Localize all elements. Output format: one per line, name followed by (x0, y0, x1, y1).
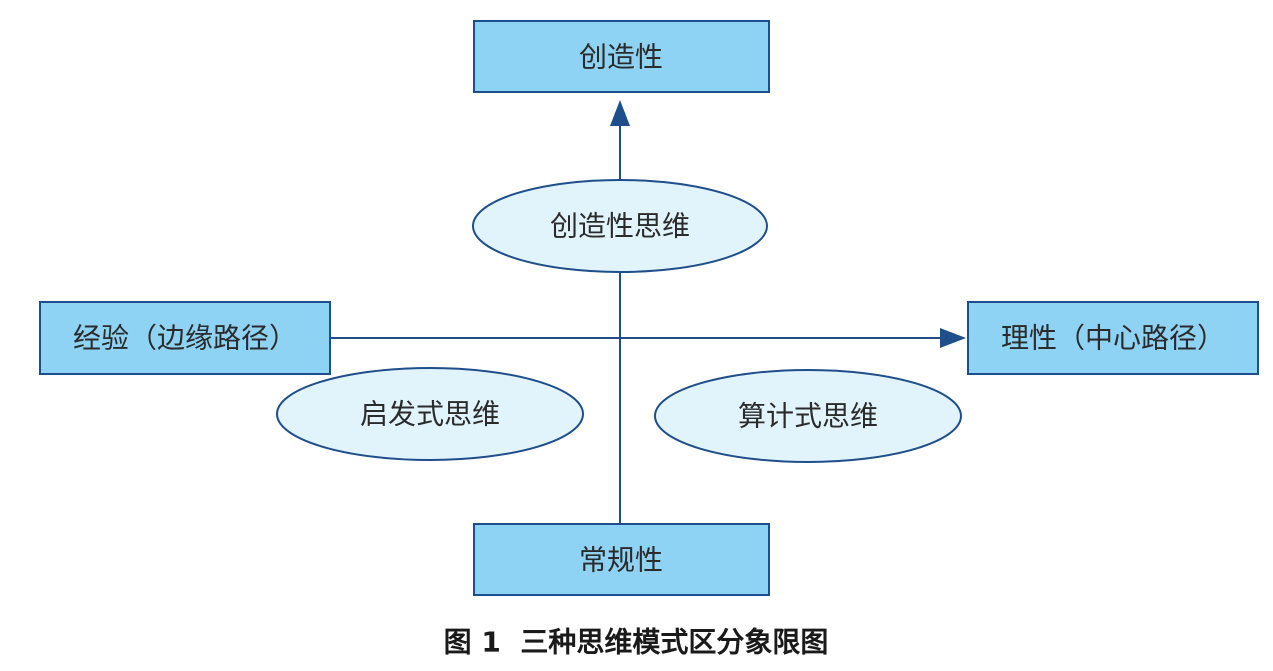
ellipse-heuristic-thinking: 启发式思维 (276, 367, 584, 461)
top-box-rect (473, 20, 770, 93)
heuristic-thinking-ellipse (276, 367, 584, 461)
right-arrow-head (940, 328, 966, 348)
bottom-box-conventionality: 常规性 (473, 523, 770, 596)
calculative-thinking-ellipse (654, 369, 962, 463)
up-arrow-head (610, 100, 630, 126)
right-box-label: 理性（中心路径） (1001, 322, 1225, 355)
calculative-thinking-label: 算计式思维 (738, 400, 878, 433)
figure-caption: 图 1 三种思维模式区分象限图 (444, 626, 829, 659)
creative-thinking-ellipse (472, 179, 768, 273)
left-box-experience: 经验（边缘路径） (39, 301, 331, 375)
left-box-rect (39, 301, 331, 375)
top-box-creativity: 创造性 (473, 20, 770, 93)
bottom-box-rect (473, 523, 770, 596)
creative-thinking-label: 创造性思维 (550, 210, 690, 243)
ellipse-creative-thinking: 创造性思维 (472, 179, 768, 273)
left-box-label: 经验（边缘路径） (73, 322, 297, 355)
right-box-rect (967, 301, 1259, 375)
heuristic-thinking-label: 启发式思维 (360, 398, 500, 431)
bottom-box-label: 常规性 (579, 544, 663, 577)
right-box-rationality: 理性（中心路径） (967, 301, 1259, 375)
ellipse-calculative-thinking: 算计式思维 (654, 369, 962, 463)
top-box-label: 创造性 (579, 41, 663, 74)
